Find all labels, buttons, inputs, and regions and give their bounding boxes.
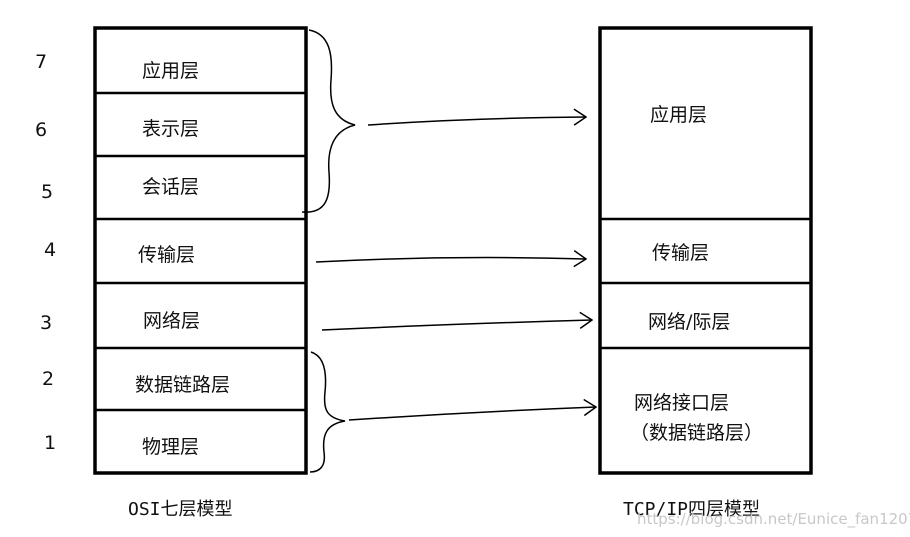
osi-layer-presentation-label: 表示层	[142, 118, 199, 140]
arrow-internet-mapping	[321, 320, 592, 331]
tcpip-model-caption: TCP/IP四层模型	[623, 499, 760, 520]
osi-layer-application-label: 应用层	[142, 60, 199, 82]
layer-number: 6	[35, 119, 47, 141]
tcpip-layer-internet-label: 网络/际层	[648, 311, 730, 333]
osi-layer-datalink-label: 数据链路层	[135, 374, 230, 396]
watermark-text: https://blog.csdn.net/Eunice_fan1207	[637, 510, 910, 529]
arrow-network-interface-mapping	[348, 407, 596, 421]
osi-layer-session-label: 会话层	[142, 176, 199, 198]
tcpip-layer-network-interface-label: 网络接口层	[634, 392, 729, 414]
upper-curly-brace	[301, 29, 356, 213]
arrow-transport-mapping	[315, 258, 586, 262]
layer-number: 7	[35, 51, 47, 73]
arrow-application-mapping	[367, 117, 586, 126]
layer-number: 3	[40, 312, 52, 334]
layer-number: 1	[44, 432, 56, 454]
lower-curly-brace	[309, 351, 346, 473]
osi-stack: 应用层 表示层 会话层 传输层 网络层 数据链路层 物理层	[93, 26, 308, 475]
osi-model-caption: OSI七层模型	[128, 499, 233, 520]
tcpip-layer-transport-label: 传输层	[652, 242, 709, 264]
tcpip-layer-network-interface-sublabel: （数据链路层）	[630, 422, 763, 444]
osi-layer-numbers: 7 6 5 4 3 2 1	[35, 51, 56, 454]
layer-number: 4	[44, 239, 56, 261]
layer-number: 2	[42, 368, 54, 390]
osi-layer-transport-label: 传输层	[138, 244, 195, 266]
tcpip-layer-application-label: 应用层	[650, 104, 707, 126]
osi-layer-network-label: 网络层	[143, 310, 200, 332]
osi-layer-physical-label: 物理层	[142, 436, 199, 458]
osi-stack-border	[93, 26, 308, 475]
tcpip-stack: 应用层 传输层 网络/际层 网络接口层 （数据链路层）	[598, 26, 813, 475]
tcpip-stack-border	[598, 26, 813, 475]
layer-number: 5	[41, 181, 53, 203]
